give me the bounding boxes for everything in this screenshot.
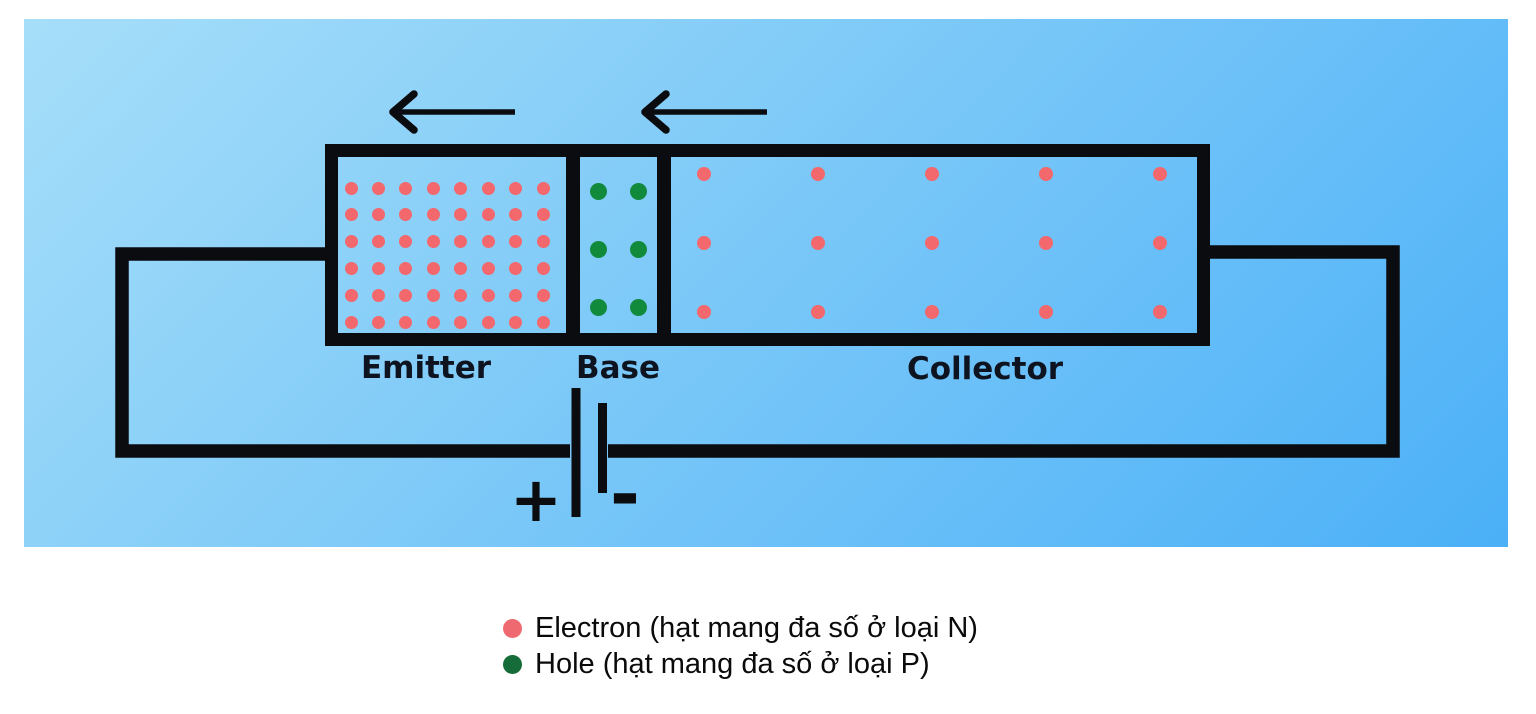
battery-minus-label: - <box>610 452 640 536</box>
emitter-base-junction <box>566 144 580 346</box>
legend-item-electron: Electron (hạt mang đa số ở loại N) <box>503 610 978 646</box>
legend: Electron (hạt mang đa số ở loại N) Hole … <box>503 610 978 682</box>
legend-item-hole: Hole (hạt mang đa số ở loại P) <box>503 646 978 682</box>
collector-label: Collector <box>906 351 1064 387</box>
hole-marker-icon <box>503 654 522 674</box>
legend-label-hole: Hole (hạt mang đa số ở loại P) <box>535 647 930 680</box>
legend-label-electron: Electron (hạt mang đa số ở loại N) <box>535 611 978 644</box>
electron-marker-icon <box>503 618 522 638</box>
battery-plus-label: + <box>510 463 562 536</box>
base-label: Base <box>575 350 661 386</box>
emitter-label: Emitter <box>360 350 492 386</box>
base-collector-junction <box>657 144 671 346</box>
transistor-body-outline <box>325 144 1210 346</box>
